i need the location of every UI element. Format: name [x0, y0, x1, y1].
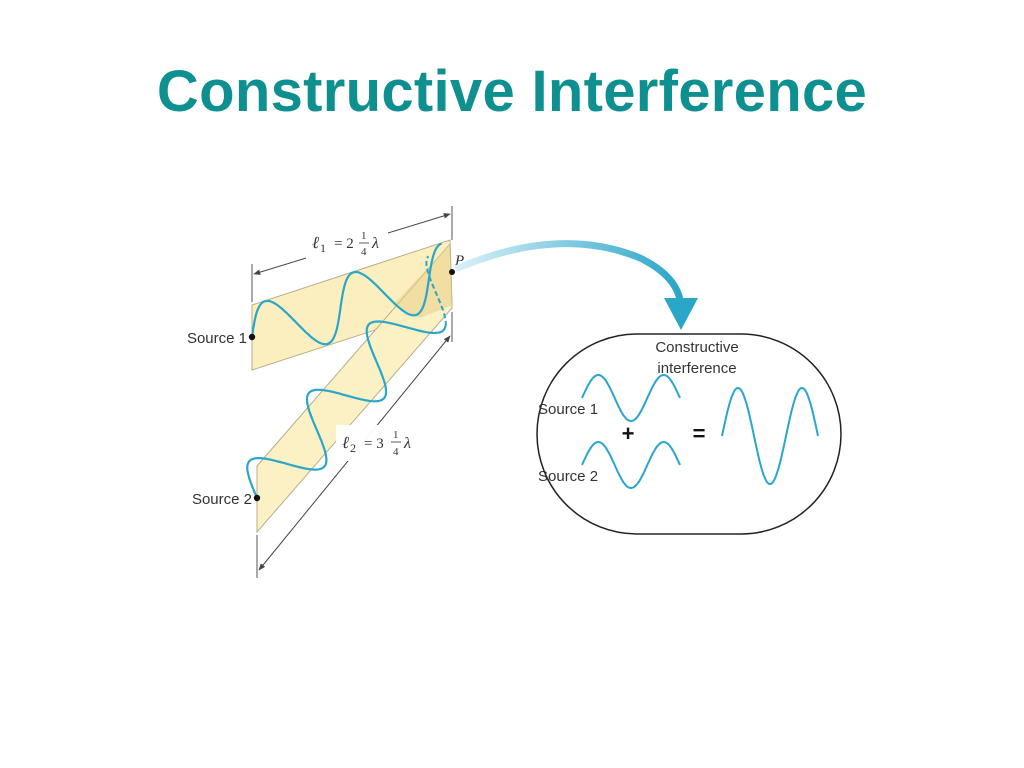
curved-arrow [454, 240, 698, 330]
svg-text:4: 4 [361, 246, 367, 258]
interference-inset: Constructive interference Source 1 Sourc… [536, 333, 842, 535]
inset-source2-label: Source 2 [538, 468, 598, 485]
source2-point [253, 494, 261, 502]
source1-label: Source 1 [187, 330, 247, 347]
equals-sign: = [693, 421, 706, 446]
plus-sign: + [622, 421, 635, 446]
slide-title: Constructive Interference [156, 59, 868, 124]
svg-text:ℓ: ℓ [312, 233, 319, 252]
path2-label: ℓ 2 = 3 1 4 λ [336, 425, 420, 461]
svg-text:= 2: = 2 [334, 236, 354, 252]
inset-frame [536, 333, 842, 535]
svg-text:4: 4 [393, 446, 399, 458]
svg-text:1: 1 [361, 230, 367, 242]
point-p [449, 269, 455, 275]
svg-text:= 3: = 3 [364, 436, 384, 452]
source1-wave [250, 242, 443, 346]
inset-source2-wave [581, 440, 681, 490]
inset-heading-line1: Constructive [655, 339, 738, 356]
source1-point [248, 333, 256, 341]
source2-label: Source 2 [192, 491, 252, 508]
inset-source1-wave [581, 373, 681, 423]
path1-label: ℓ 1 = 2 1 4 λ [306, 225, 388, 259]
svg-text:1: 1 [320, 241, 326, 255]
svg-text:λ: λ [403, 435, 411, 452]
point-p-label: P [454, 253, 464, 269]
inset-heading-line2: interference [657, 360, 736, 377]
inset-source1-label: Source 1 [538, 401, 598, 418]
svg-text:ℓ: ℓ [342, 433, 349, 452]
svg-text:λ: λ [371, 235, 379, 252]
svg-text:1: 1 [393, 429, 399, 441]
svg-text:2: 2 [350, 441, 356, 455]
inset-resultant-wave [721, 386, 819, 486]
path-diagram: Source 1 Source 2 P ℓ 1 = 2 1 4 λ [187, 206, 464, 578]
